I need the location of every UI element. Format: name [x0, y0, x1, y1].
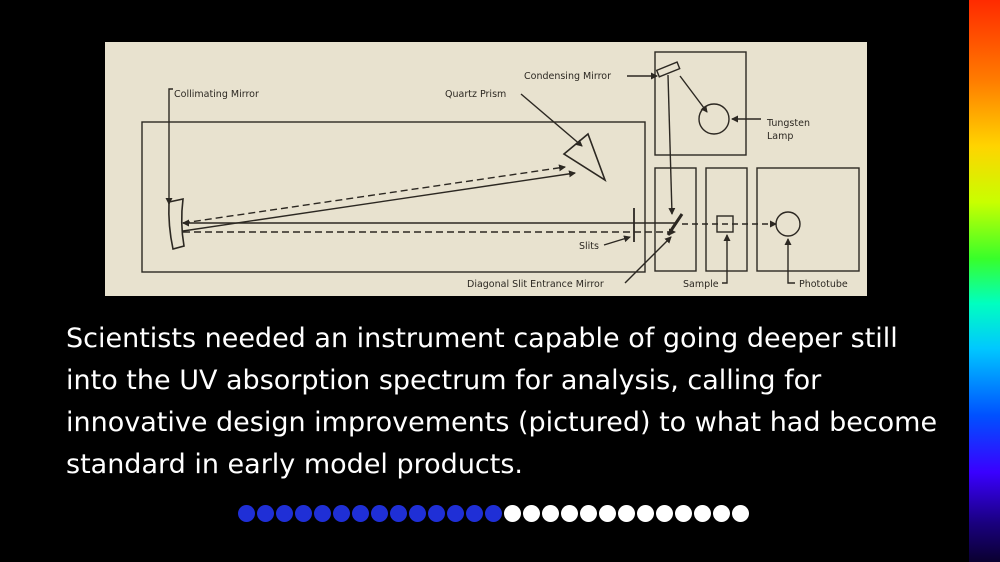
label-condensing-mirror: Condensing Mirror: [524, 71, 611, 82]
spectrophotometer-diagram: Collimating Mirror Quartz Prism Condensi…: [105, 42, 867, 296]
progress-dot-filled: [257, 505, 274, 522]
progress-dot-empty: [618, 505, 635, 522]
monochromator-housing: [141, 121, 646, 273]
progress-dot-empty: [675, 505, 692, 522]
label-sample: Sample: [683, 279, 719, 290]
phototube-element: [775, 211, 801, 237]
condensing-mirror-element: [655, 61, 681, 78]
progress-dot-empty: [713, 505, 730, 522]
progress-dot-empty: [599, 505, 616, 522]
progress-dot-filled: [409, 505, 426, 522]
progress-dot-empty: [694, 505, 711, 522]
progress-dot-empty: [523, 505, 540, 522]
label-diagonal-slit-entrance-mirror: Diagonal Slit Entrance Mirror: [467, 279, 604, 290]
slit-mirror-housing: [654, 167, 697, 272]
progress-dot-filled: [352, 505, 369, 522]
progress-dot-filled: [238, 505, 255, 522]
progress-dot-filled: [371, 505, 388, 522]
label-slits: Slits: [579, 241, 599, 252]
label-collimating-mirror: Collimating Mirror: [174, 89, 259, 100]
progress-dot-empty: [732, 505, 749, 522]
progress-dot-empty: [656, 505, 673, 522]
progress-dot-empty: [504, 505, 521, 522]
spectrum-color-bar: [969, 0, 1000, 562]
label-lamp: Lamp: [767, 131, 793, 142]
progress-dot-filled: [295, 505, 312, 522]
caption-text: Scientists needed an instrument capable …: [66, 323, 938, 480]
tungsten-lamp-element: [698, 103, 730, 135]
progress-dot-filled: [333, 505, 350, 522]
lamp-housing: [654, 51, 747, 156]
progress-dot-empty: [637, 505, 654, 522]
progress-dot-empty: [561, 505, 578, 522]
progress-dot-filled: [314, 505, 331, 522]
label-tungsten: Tungsten: [766, 118, 810, 129]
progress-dot-filled: [428, 505, 445, 522]
progress-dot-filled: [447, 505, 464, 522]
progress-dot-empty: [580, 505, 597, 522]
label-quartz-prism: Quartz Prism: [445, 89, 506, 100]
progress-dot-empty: [542, 505, 559, 522]
progress-dot-filled: [390, 505, 407, 522]
progress-dot-filled: [276, 505, 293, 522]
collimating-mirror-element: [168, 197, 185, 250]
phototube-housing: [756, 167, 860, 272]
progress-dot-filled: [485, 505, 502, 522]
label-phototube: Phototube: [799, 279, 848, 290]
progress-dot-filled: [466, 505, 483, 522]
slide-progress-dots: [238, 505, 749, 522]
